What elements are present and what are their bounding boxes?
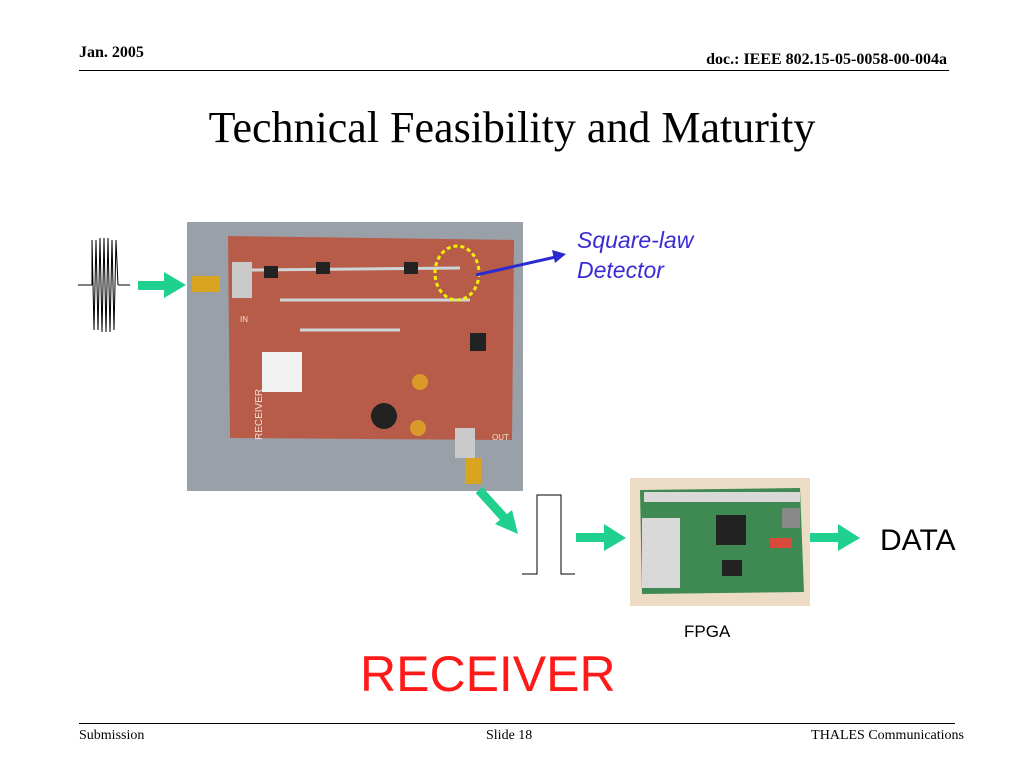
footer-slide-number: Slide 18 [486, 728, 533, 743]
receiver-board-photo: RECEIVER IN OUT [187, 222, 523, 491]
board-out-label: OUT [492, 433, 509, 442]
footer-organization: THALES Communications [811, 728, 964, 743]
detector-label: Square-law Detector [577, 225, 693, 285]
fpga-label: FPGA [684, 622, 731, 641]
board-in-label: IN [240, 315, 248, 324]
output-arrow-icon [475, 486, 518, 534]
data-arrow-icon [810, 524, 860, 551]
header-doc-id: doc.: IEEE 802.15-05-0058-00-004a [706, 51, 947, 68]
fpga-arrow-icon [576, 524, 626, 551]
header-date: Jan. 2005 [79, 44, 144, 61]
footer-submission: Submission [79, 728, 145, 743]
board-text: RECEIVER [254, 389, 265, 440]
receiver-label: RECEIVER [360, 646, 616, 702]
detector-arrow-icon [475, 250, 566, 277]
header-divider [79, 70, 949, 71]
footer-divider [79, 723, 955, 724]
data-label: DATA [880, 524, 956, 557]
slide-title: Technical Feasibility and Maturity [208, 103, 816, 152]
detector-label-line1: Square-law [577, 227, 694, 253]
rect-pulse-icon [522, 494, 575, 575]
detector-label-line2: Detector [577, 257, 664, 283]
input-arrow-icon [138, 272, 186, 298]
uwb-pulse-icon [78, 237, 130, 333]
fpga-board-photo [630, 478, 810, 606]
